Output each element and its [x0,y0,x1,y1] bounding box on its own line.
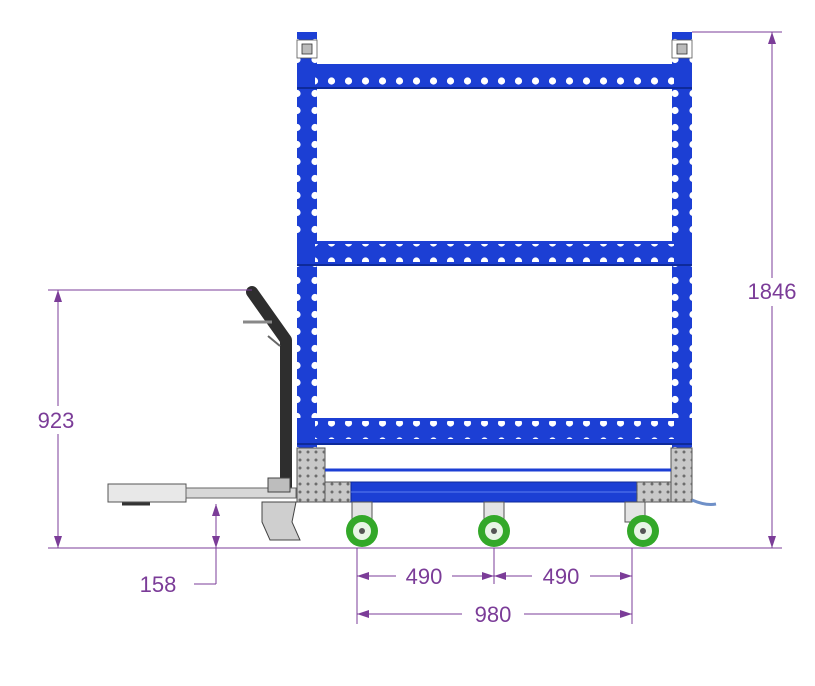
caster-wheel-icon [346,501,378,547]
handle-bar-icon [243,286,292,496]
dimension-label-handle-height: 923 [38,408,75,433]
shelf-beam-top [297,64,692,89]
caster-wheel-icon [624,501,659,547]
dimension-wheel-spacing: 490 490 [356,548,633,624]
caster-wheel-icon [478,501,510,547]
dimension-wheel-base: 980 [357,602,632,627]
tow-hitch-icon [107,477,301,541]
shelf-beam-bottom [297,418,692,445]
dimension-label-wheel-base: 980 [475,602,512,627]
shelf-beam-middle [297,241,692,266]
dimension-handle-height: 923 [28,289,252,548]
dimension-label-wheel-spacing-left: 490 [406,564,443,589]
dimension-tow-bar-height: 158 [140,504,220,597]
dimension-label-wheel-spacing-right: 490 [543,564,580,589]
rear-latch [691,498,717,506]
dimension-label-total-height: 1846 [748,279,797,304]
dimension-label-tow-bar-height: 158 [140,572,177,597]
dimension-total-height: 1846 [692,31,804,548]
base-chassis [296,447,693,503]
